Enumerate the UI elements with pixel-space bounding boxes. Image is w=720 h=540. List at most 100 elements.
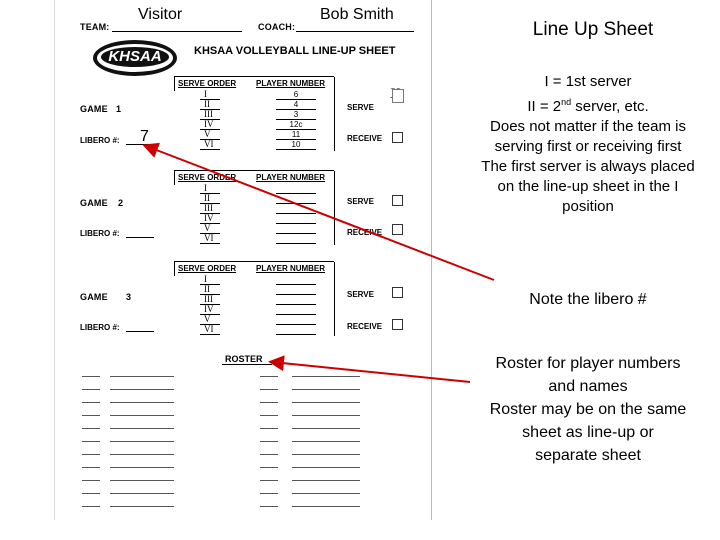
roster-blank-line[interactable] [82,441,100,442]
roster-blank-line[interactable] [82,480,100,481]
roster-blank-line[interactable] [110,441,174,442]
game-2-serve-checkbox[interactable] [392,195,403,206]
game-2-serve-position-5: V [204,223,211,233]
game-1-player-number-6[interactable]: 10 [291,140,301,149]
roster-blank-line[interactable] [82,389,100,390]
roster-blank-line[interactable] [292,454,360,455]
roster-blank-line[interactable] [292,376,360,377]
roster-blank-line[interactable] [292,493,360,494]
game-2-serve-position-6: VI [204,233,214,243]
roster-blank-line[interactable] [110,376,174,377]
game-1-player-number-5[interactable]: 11 [291,130,301,139]
roster-blank-line[interactable] [260,467,278,468]
roster-blank-line[interactable] [110,493,174,494]
roster-blank-line[interactable] [82,493,100,494]
game-1-label: GAME [80,104,108,114]
roster-blank-line[interactable] [292,480,360,481]
roster-blank-line[interactable] [82,415,100,416]
game-3-number: 3 [126,292,132,302]
annotation-server-notes: I = 1st server II = 2nd server, etc. [456,71,720,117]
team-label: TEAM: [80,22,110,32]
roster-blank-line[interactable] [110,454,174,455]
roster-label: ROSTER [225,354,263,364]
roster-blank-line[interactable] [260,441,278,442]
game-1-player-number-3[interactable]: 3 [293,110,299,119]
game-1-player-number-4[interactable]: 12c [289,120,303,129]
game-2-serve-position-3: III [204,203,213,213]
roster-blank-line[interactable] [292,467,360,468]
game-3-serve-position-3: III [204,294,213,304]
roster-note-line-3: Roster may be on the same [489,401,687,418]
roster-blank-line[interactable] [260,506,278,507]
coach-label: COACH: [258,22,296,32]
game-2-label: GAME [80,198,108,208]
lineup-sheet-form: TEAM: Visitor COACH: Bob Smith KHSAA KHS… [54,0,434,520]
roster-blank-line[interactable] [292,441,360,442]
roster-blank-line[interactable] [260,493,278,494]
annotation-roster-notes: Roster for player numbers and names Rost… [456,352,720,467]
roster-blank-line[interactable] [260,415,278,416]
game-3-serve-checkbox[interactable] [392,287,403,298]
game-1-serve-checkbox[interactable] [392,89,404,103]
game-1-serve-position-2: II [204,99,210,109]
roster-blank-line[interactable] [260,389,278,390]
roster-blank-line[interactable] [82,467,100,468]
roster-note-line-1: Roster for player numbers [495,355,681,372]
game-3-libero-label: LIBERO #: [80,323,120,332]
roster-blank-line[interactable] [260,428,278,429]
form-right-edge [431,0,432,520]
roster-blank-line[interactable] [292,428,360,429]
game-2-serve-position-1: I [204,183,207,193]
roster-blank-line[interactable] [110,415,174,416]
roster-blank-line[interactable] [110,480,174,481]
annotation-heading: Line Up Sheet [532,19,654,40]
roster-blank-line[interactable] [110,467,174,468]
game-1-number: 1 [116,104,122,114]
khsaa-logo: KHSAA [92,38,178,78]
team-value: Visitor [138,6,183,23]
roster-blank-line[interactable] [292,415,360,416]
annotation-order-notes: Does not matter if the team is serving f… [456,117,720,217]
roster-blank-line[interactable] [260,480,278,481]
roster-blank-line[interactable] [110,506,174,507]
order-note-line-3: The first server is always placed [481,158,695,175]
game-1-receive-checkbox[interactable] [392,132,403,143]
game-3-receive-label: RECEIVE [347,322,383,331]
game-3-player-number-label: PLAYER NUMBER [256,264,326,273]
roster-blank-line[interactable] [292,389,360,390]
logo-text: KHSAA [108,48,162,65]
roster-blank-line[interactable] [82,506,100,507]
game-2-serve-label: SERVE [347,197,374,206]
game-1-player-number-1[interactable]: 6 [293,90,299,99]
roster-blank-line[interactable] [292,402,360,403]
roster-blank-line[interactable] [82,428,100,429]
game-1-serve-position-1: I [204,89,207,99]
roster-blank-line[interactable] [82,376,100,377]
roster-blank-line[interactable] [260,376,278,377]
game-1-player-number-2[interactable]: 4 [293,100,299,109]
roster-blank-line[interactable] [260,402,278,403]
game-3-receive-checkbox[interactable] [392,319,403,330]
game-2-receive-label: RECEIVE [347,228,383,237]
roster-blank-line[interactable] [110,389,174,390]
roster-blank-line[interactable] [110,428,174,429]
form-left-edge [54,0,55,520]
game-1-serve-position-3: III [204,109,213,119]
roster-note-line-2: and names [548,378,628,395]
game-3-serve-position-5: V [204,314,211,324]
roster-blank-line[interactable] [292,506,360,507]
order-note-line-2: serving first or receiving first [494,138,682,155]
server-note-line-1: I = 1st server [544,73,632,90]
roster-blank-line[interactable] [110,402,174,403]
game-2-receive-checkbox[interactable] [392,224,403,235]
roster-blank-line[interactable] [82,454,100,455]
order-note-line-5: position [562,198,614,215]
server-note-line-2: II = 2nd server, etc. [527,97,649,115]
game-2-serve-position-2: II [204,193,210,203]
annotation-libero-note: Note the libero # [529,291,647,308]
game-1-receive-label: RECEIVE [347,134,383,143]
game-2-libero-label: LIBERO #: [80,229,120,238]
game-2-serve-position-4: IV [204,213,214,223]
roster-blank-line[interactable] [82,402,100,403]
roster-blank-line[interactable] [260,454,278,455]
